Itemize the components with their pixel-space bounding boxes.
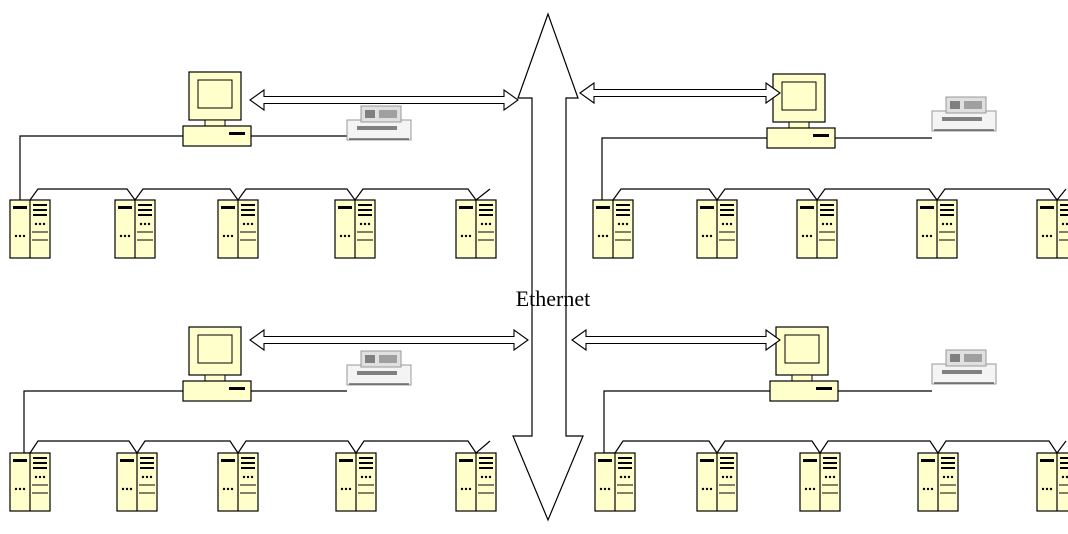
plc-unit-icon [1036, 199, 1068, 259]
printer-icon [346, 350, 412, 386]
plc-unit-icon [799, 452, 841, 512]
plc-unit-icon [217, 199, 259, 259]
plc-unit-icon [917, 452, 959, 512]
station-group-top-right [592, 73, 1068, 259]
pc-to-bus-cable [23, 390, 183, 454]
computer-icon [766, 73, 836, 149]
computer-icon [182, 326, 252, 402]
plc-unit-icon [9, 199, 51, 259]
field-bus-line [612, 188, 1067, 202]
computer-icon [182, 71, 252, 147]
plc-unit-icon [916, 199, 958, 259]
plc-unit-icon [217, 452, 259, 512]
plc-unit-icon [796, 199, 838, 259]
computer-icon [769, 326, 839, 402]
link-arrow-bottom-left [249, 328, 529, 352]
link-arrow-top-left [249, 88, 519, 112]
station-group-bottom-right [594, 326, 1068, 512]
plc-unit-icon [9, 452, 51, 512]
plc-unit-icon [592, 199, 634, 259]
pc-to-bus-cable [601, 137, 767, 202]
plc-unit-icon [455, 452, 497, 512]
ethernet-backbone-arrow [512, 12, 584, 522]
plc-unit-icon [334, 199, 376, 259]
station-group-bottom-left [9, 326, 497, 512]
plc-unit-icon [114, 199, 156, 259]
printer-icon [931, 349, 997, 385]
printer-icon [931, 96, 997, 132]
link-arrow-top-right [579, 81, 781, 105]
pc-to-bus-cable [603, 390, 770, 454]
station-group-top-left [9, 71, 497, 259]
field-bus-line [29, 440, 491, 455]
link-arrow-bottom-right [571, 328, 781, 352]
plc-unit-icon [696, 199, 738, 259]
plc-unit-icon [1036, 452, 1068, 512]
field-bus-line [29, 188, 491, 202]
plc-unit-icon [335, 452, 377, 512]
field-bus-line [614, 440, 1067, 455]
ethernet-label: Ethernet [515, 286, 591, 311]
plc-unit-icon [594, 452, 636, 512]
plc-unit-icon [696, 452, 738, 512]
plc-unit-icon [116, 452, 158, 512]
printer-icon [346, 105, 412, 141]
pc-to-bus-cable [19, 135, 183, 202]
plc-unit-icon [455, 199, 497, 259]
